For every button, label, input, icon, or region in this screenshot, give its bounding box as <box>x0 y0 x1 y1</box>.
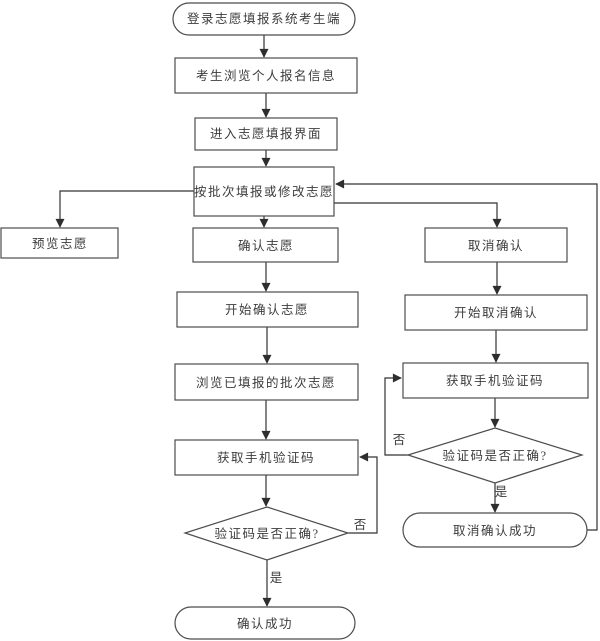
edge-check-code-cancel-no-loop <box>384 373 408 456</box>
edge-label-yes-cancel: 是 <box>495 485 508 499</box>
edge-label-no-cancel: 否 <box>393 433 406 447</box>
node-check-code-main-shape <box>183 506 350 561</box>
node-start-cancel-shape <box>404 294 588 331</box>
node-enter-page-shape <box>194 117 338 151</box>
node-start-confirm-shape <box>176 291 359 328</box>
node-login-shape <box>172 2 356 36</box>
node-cancel-confirm-label: 取消确认 <box>468 239 524 253</box>
node-start-cancel-label: 开始取消确认 <box>454 306 538 320</box>
edge-label-yes-main: 是 <box>270 571 283 585</box>
node-login-label: 登录志愿填报系统考生端 <box>187 11 341 26</box>
node-confirm-shape <box>192 227 339 263</box>
node-browse-filled-shape <box>174 363 359 401</box>
node-cancel-success-shape <box>402 512 588 548</box>
edge-fill-by-batch-to-cancel-confirm <box>334 202 502 228</box>
node-browse-filled-label: 浏览已填报的批次志愿 <box>196 375 336 390</box>
node-fill-by-batch-shape <box>193 166 335 217</box>
node-get-code-cancel-label: 获取手机验证码 <box>446 373 544 388</box>
node-check-code-cancel-shape <box>406 427 584 484</box>
edge-check-code-main-no-loop <box>348 452 378 534</box>
node-get-code-cancel-shape <box>402 362 589 399</box>
node-check-code-cancel-label: 验证码是否正确? <box>442 448 547 463</box>
node-confirm-success-shape <box>174 606 356 640</box>
node-preview-label: 预览志愿 <box>32 236 88 251</box>
edge-label-no-main: 否 <box>354 518 367 532</box>
node-preview-shape <box>0 227 119 259</box>
edge-fill-by-batch-to-preview <box>55 190 194 228</box>
node-cancel-confirm-shape <box>424 227 568 263</box>
node-enter-page-label: 进入志愿填报界面 <box>210 126 322 141</box>
node-cancel-success-label: 取消确认成功 <box>453 524 537 538</box>
node-fill-by-batch-label: 按批次填报或修改志愿 <box>194 184 334 199</box>
node-confirm-success-label: 确认成功 <box>237 617 293 631</box>
node-confirm-label: 确认志愿 <box>238 239 294 253</box>
node-get-code-main-label: 获取手机验证码 <box>217 450 315 465</box>
node-browse-info-shape <box>174 57 358 94</box>
node-start-confirm-label: 开始确认志愿 <box>225 303 309 317</box>
node-check-code-main-label: 验证码是否正确? <box>214 526 319 541</box>
edge-cancel-success-loop-to-fill-by-batch <box>335 179 598 531</box>
node-get-code-main-shape <box>174 439 359 476</box>
node-browse-info-label: 考生浏览个人报名信息 <box>196 68 336 83</box>
